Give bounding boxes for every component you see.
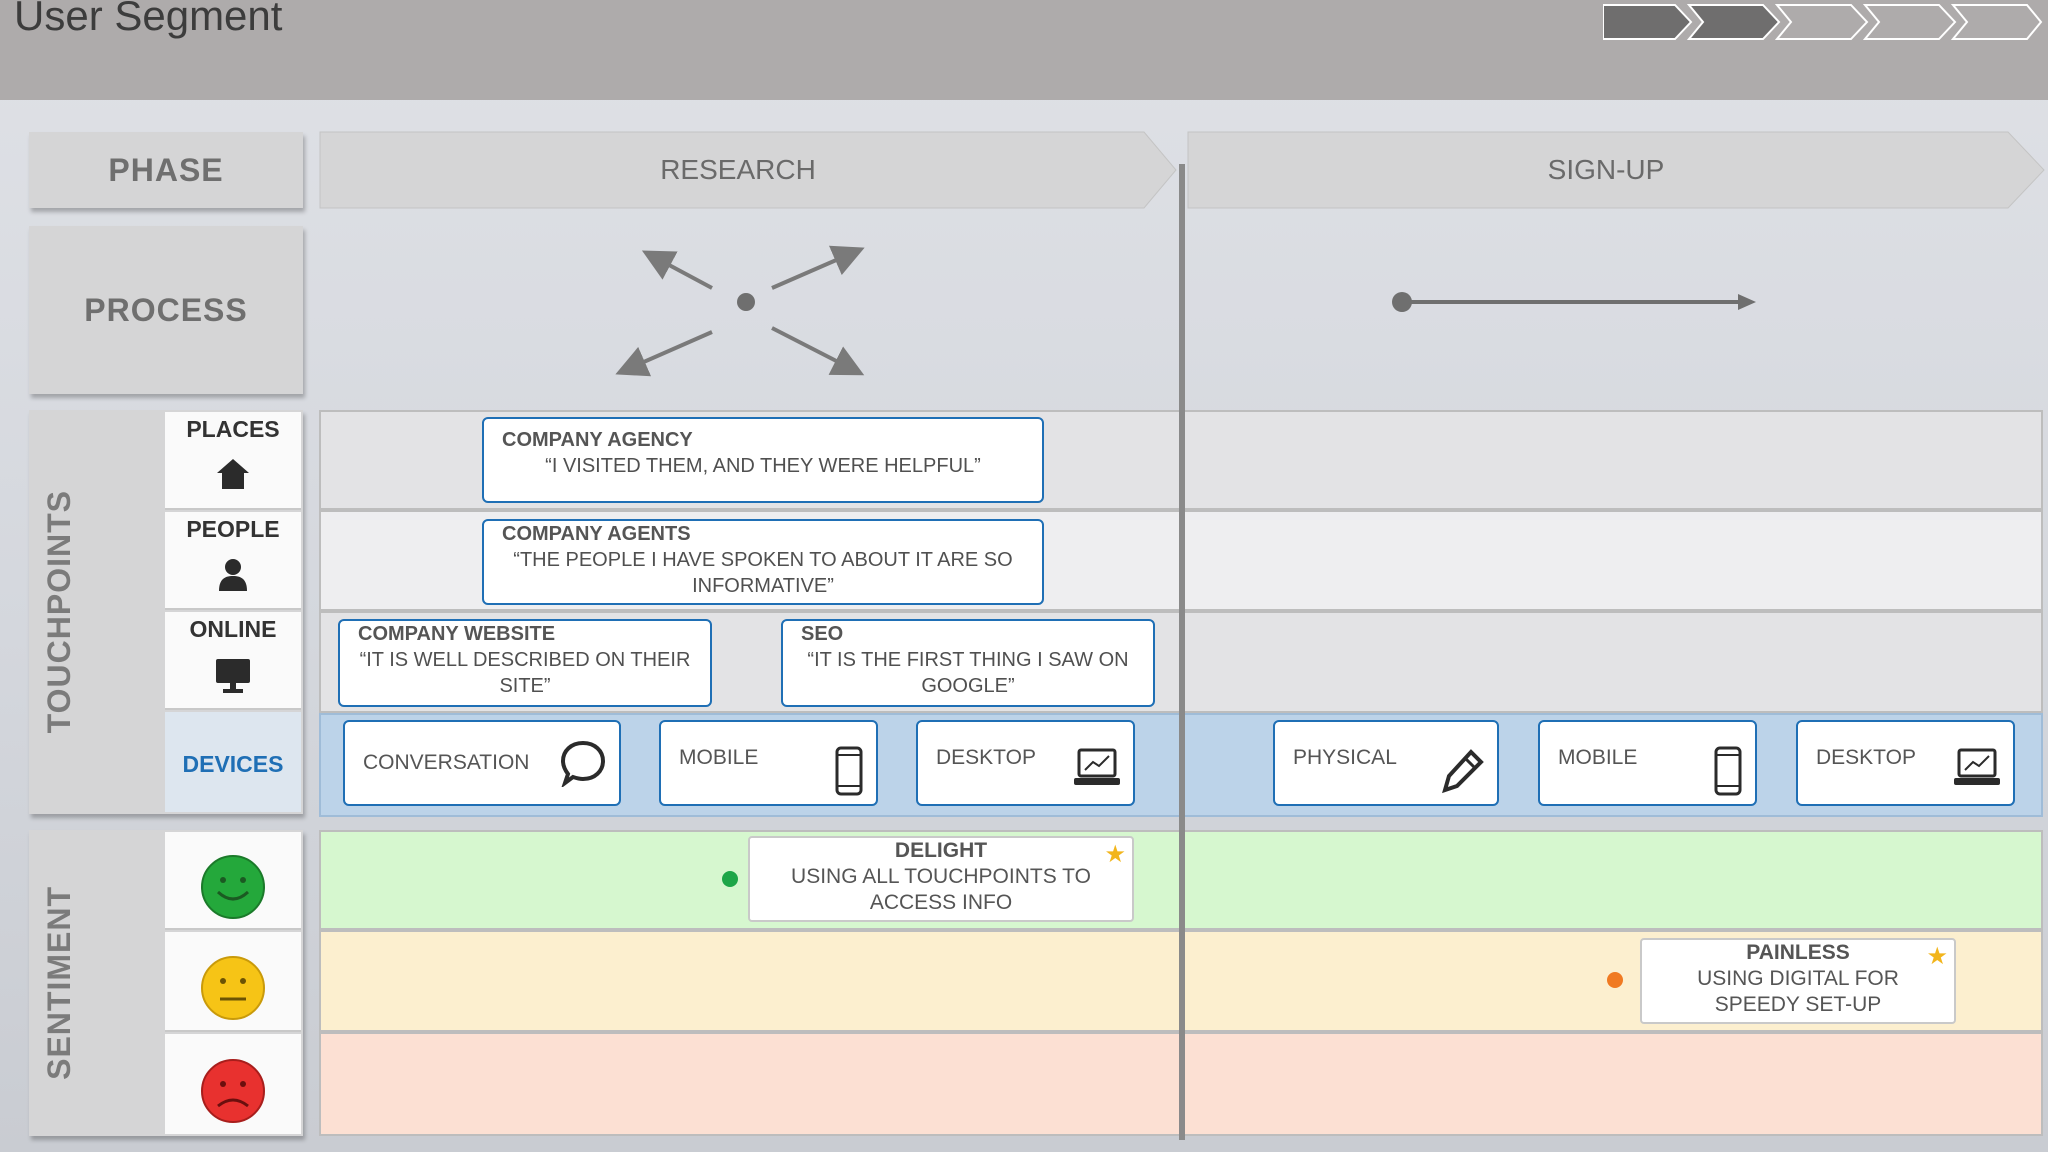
sentiment-card-painless[interactable]: PAINLESS USING DIGITAL FOR SPEEDY SET-UP…: [1640, 938, 1956, 1024]
device-label: MOBILE: [1558, 746, 1638, 769]
neutral-face-icon: [201, 956, 265, 1020]
device-label: MOBILE: [679, 746, 759, 769]
happy-face-icon: [201, 855, 265, 919]
touchpoints-label-text: TOUCHPOINTS: [41, 490, 77, 734]
device-label: DESKTOP: [936, 746, 1036, 769]
sad-face-icon: [201, 1059, 265, 1123]
star-icon: ★: [1926, 943, 1948, 970]
phase-divider: [1179, 164, 1185, 1140]
online-cell: ONLINE: [165, 612, 301, 710]
device-card-mobile-signup[interactable]: MOBILE: [1538, 720, 1757, 806]
house-icon: [217, 459, 249, 489]
progress-step-2: [1686, 4, 1781, 40]
speech-bubble-icon: [560, 740, 606, 787]
places-label: PLACES: [186, 416, 280, 442]
quote-card-people[interactable]: COMPANY AGENTS “THE PEOPLE I HAVE SPOKEN…: [482, 519, 1044, 605]
progress-step-3: [1774, 4, 1869, 40]
quote-card-online-seo[interactable]: SEO “IT IS THE FIRST THING I SAW ON GOOG…: [781, 619, 1155, 707]
neutral-cell: [165, 932, 301, 1032]
mobile-phone-icon: [1714, 746, 1742, 796]
people-label: PEOPLE: [186, 516, 280, 542]
delight-marker-dot: [722, 871, 738, 887]
device-card-desktop-signup[interactable]: DESKTOP: [1796, 720, 2015, 806]
device-label: CONVERSATION: [363, 751, 530, 774]
sentiment-text: USING ALL TOUCHPOINTS TO ACCESS INFO: [791, 865, 1091, 914]
process-center-dot: [737, 293, 755, 311]
places-cell: PLACES: [165, 412, 301, 510]
quote-text: “IT IS WELL DESCRIBED ON THEIR SITE”: [359, 649, 691, 697]
laptop-icon: [1074, 748, 1120, 785]
quote-text: “IT IS THE FIRST THING I SAW ON GOOGLE”: [807, 649, 1129, 697]
sentiment-head: DELIGHT: [894, 839, 988, 862]
painless-marker-dot: [1607, 972, 1623, 988]
device-label: PHYSICAL: [1293, 746, 1397, 769]
sentiment-card-delight[interactable]: DELIGHT USING ALL TOUCHPOINTS TO ACCESS …: [748, 836, 1134, 922]
person-icon: [219, 559, 247, 591]
device-card-desktop-research[interactable]: DESKTOP: [916, 720, 1135, 806]
quote-text: “THE PEOPLE I HAVE SPOKEN TO ABOUT IT AR…: [513, 549, 1013, 597]
phase-label: PHASE: [29, 132, 303, 208]
phase-research[interactable]: RESEARCH: [660, 154, 816, 185]
quote-head: COMPANY AGENTS: [502, 523, 691, 545]
sentiment-text: USING DIGITAL FOR SPEEDY SET-UP: [1697, 967, 1899, 1016]
device-label: DESKTOP: [1816, 746, 1916, 769]
signup-process-diagram: [1392, 292, 1756, 312]
quote-card-places[interactable]: COMPANY AGENCY “I VISITED THEM, AND THEY…: [482, 417, 1044, 503]
pen-icon: [1442, 749, 1484, 794]
process-label-text: PROCESS: [84, 291, 248, 328]
devices-label: DEVICES: [182, 750, 284, 777]
quote-head: SEO: [801, 623, 844, 645]
people-cell: PEOPLE: [165, 512, 301, 610]
devices-cell: DEVICES: [165, 712, 301, 812]
progress-step-4: [1862, 4, 1957, 40]
device-card-conversation[interactable]: CONVERSATION: [343, 720, 621, 806]
research-process-diagram: [615, 245, 865, 377]
sentiment-label-text: SENTIMENT: [41, 886, 77, 1080]
phase-signup[interactable]: SIGN-UP: [1547, 154, 1665, 185]
quote-text: “I VISITED THEM, AND THEY WERE HELPFUL”: [545, 455, 981, 477]
phase-chevrons: [319, 131, 2045, 209]
star-icon: ★: [1104, 841, 1126, 868]
online-label: ONLINE: [189, 616, 277, 642]
mobile-phone-icon: [835, 746, 863, 796]
monitor-icon: [216, 659, 250, 693]
progress-steps: [1603, 4, 2043, 40]
laptop-icon: [1954, 748, 2000, 785]
happy-cell: [165, 832, 301, 930]
quote-card-online-website[interactable]: COMPANY WEBSITE “IT IS WELL DESCRIBED ON…: [338, 619, 712, 707]
quote-head: COMPANY AGENCY: [502, 429, 693, 451]
progress-step-1: [1603, 4, 1693, 40]
device-card-mobile-research[interactable]: MOBILE: [659, 720, 878, 806]
progress-step-5: [1950, 4, 2043, 40]
page-title: User Segment: [14, 0, 283, 39]
process-label: PROCESS: [29, 226, 303, 394]
sentiment-head: PAINLESS: [1746, 941, 1850, 964]
device-card-physical[interactable]: PHYSICAL: [1273, 720, 1499, 806]
phase-label-text: PHASE: [108, 151, 224, 188]
quote-head: COMPANY WEBSITE: [358, 623, 556, 645]
sad-cell: [165, 1034, 301, 1134]
